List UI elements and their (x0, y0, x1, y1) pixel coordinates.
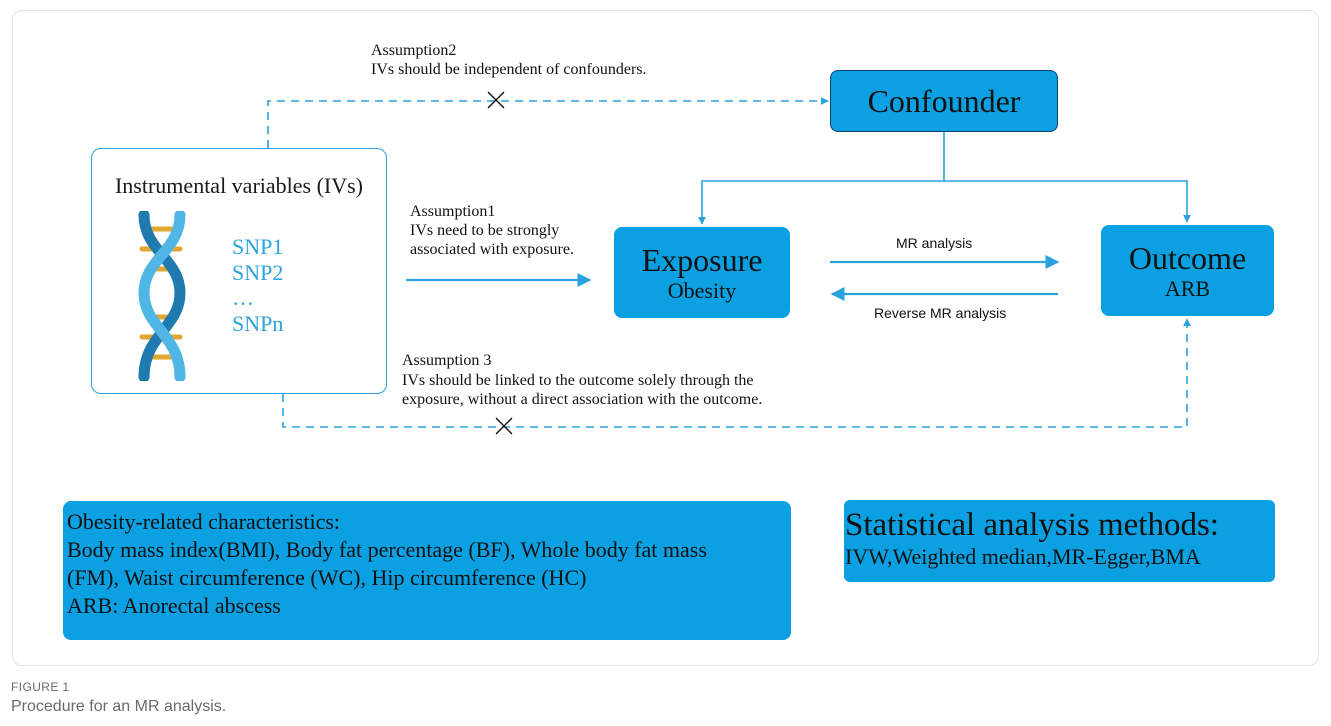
exposure-box: Exposure Obesity (614, 227, 790, 318)
assumption1-line1: IVs need to be strongly (410, 222, 560, 239)
notes-line: Obesity-related characteristics: (67, 509, 341, 534)
assumption3-connector (282, 318, 1191, 428)
assumption2-connector (267, 97, 829, 148)
notes-line: ARB: Anorectal abscess (67, 593, 281, 618)
snp-item: SNPn (232, 310, 284, 336)
confounder-box: Confounder (830, 70, 1058, 132)
assumption1-title: Assumption1 (410, 203, 496, 220)
assumption3-title: Assumption 3 (402, 352, 492, 369)
snp-list: SNP1 SNP2 … SNPn (232, 234, 283, 336)
mr-forward-label: MR analysis (896, 235, 973, 251)
statistical-methods-list: IVW,Weighted median,MR-Egger,BMA (845, 544, 1201, 569)
statistical-methods-box: Statistical analysis methods: IVW,Weight… (844, 500, 1275, 582)
statistical-methods-heading: Statistical analysis methods: (845, 507, 1219, 543)
instrumental-variables-box: Instrumental variables (IVs) SNP1 SNP2 …… (91, 148, 387, 394)
assumption2-cross-icon (487, 91, 505, 109)
obesity-characteristics-box: Obesity-related characteristics: Body ma… (63, 501, 791, 640)
diagram-frame (12, 10, 1319, 666)
assumption2-text: IVs should be independent of confounders… (371, 61, 647, 78)
snp-item: SNP2 (232, 259, 284, 285)
notes-line: Body mass index(BMI), Body fat percentag… (67, 537, 707, 562)
instrumental-variables-title: Instrumental variables (IVs) (114, 173, 364, 198)
assumption1-line2: associated with exposure. (410, 241, 574, 258)
confounder-to-outcome-connector (944, 180, 1191, 223)
assumption2-title: Assumption2 (371, 42, 457, 59)
outcome-box: Outcome ARB (1101, 225, 1274, 316)
assumption3-line1: IVs should be linked to the outcome sole… (402, 372, 754, 389)
figure-label: FIGURE 1 (11, 680, 70, 694)
outcome-subtitle: ARB (1164, 275, 1211, 301)
outcome-title: Outcome (1128, 239, 1247, 276)
confounder-to-exposure-connector (698, 132, 945, 225)
exposure-subtitle: Obesity (667, 277, 737, 303)
figure-caption: Procedure for an MR analysis. (11, 698, 227, 715)
confounder-label: Confounder (867, 82, 1021, 119)
exposure-title: Exposure (641, 241, 763, 278)
assumption3-line2: exposure, without a direct association w… (402, 391, 763, 408)
notes-line: (FM), Waist circumference (WC), Hip circ… (67, 565, 587, 590)
snp-item: SNP1 (232, 234, 284, 259)
dna-helix-icon (138, 211, 186, 381)
snp-item: … (232, 285, 254, 310)
mr-reverse-label: Reverse MR analysis (874, 305, 1007, 321)
assumption3-cross-icon (495, 417, 513, 435)
